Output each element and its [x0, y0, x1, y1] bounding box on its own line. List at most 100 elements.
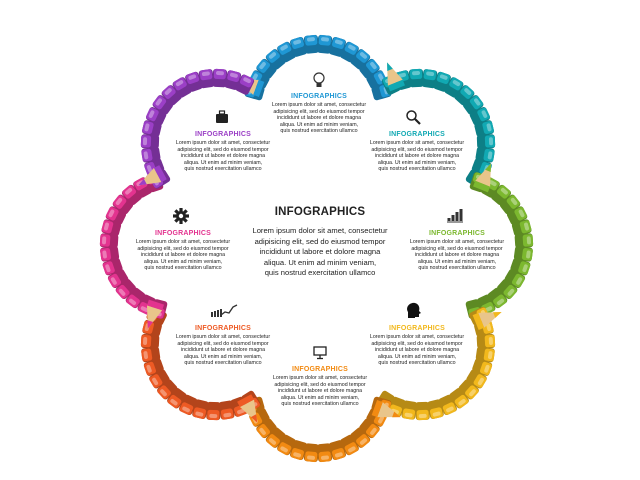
shaving-piece	[198, 69, 215, 89]
segment-body-line: incididunt ut labore et dolore magna	[374, 153, 460, 160]
shaving-piece	[514, 233, 534, 249]
shaving-piece	[303, 34, 320, 54]
shaving-piece	[359, 58, 380, 79]
shaving-piece	[458, 379, 479, 400]
shaving-piece	[438, 394, 457, 416]
shaving-piece	[475, 346, 495, 363]
shaving-piece	[206, 401, 221, 421]
segment-body-line: adipisicing elit, sed do eiusmod tempor	[411, 245, 503, 252]
shaving-piece	[185, 71, 203, 92]
segment-body-line: aliqua. Ut enim ad minim veniam,	[377, 159, 457, 166]
shaving-piece	[143, 358, 164, 376]
line-graph-icon	[211, 304, 238, 317]
segment-body-line: incididunt ut labore et dolore magna	[276, 115, 362, 122]
shaving-piece	[359, 418, 380, 439]
segment-body-line: Lorem ipsum dolor sit amet, consectetur	[369, 140, 465, 146]
segment-bottom-title: INFOGRAPHICS	[291, 366, 349, 373]
segment-body-line: aliqua. Ut enim ad minim veniam,	[183, 159, 263, 166]
shaving-piece	[102, 257, 123, 276]
segment-top-title: INFOGRAPHICS	[290, 93, 348, 100]
shaving-piece	[100, 246, 120, 262]
segment-left-title: INFOGRAPHICS	[154, 230, 212, 237]
segment-body-line: aliqua. Ut enim ad minim veniam,	[377, 353, 457, 360]
pencil-tip	[473, 163, 491, 193]
shaving-piece	[350, 427, 371, 448]
segment-body-line: incididunt ut labore et dolore magna	[414, 252, 500, 259]
center-body-line: aliqua. Ut enim ad minim veniam,	[263, 257, 377, 267]
shaving-piece	[277, 41, 296, 63]
shaving-piece	[476, 333, 496, 349]
shaving-piece	[157, 379, 178, 400]
segment-body-line: quis nostrud exercitation ullamco	[144, 265, 222, 272]
shaving-piece	[212, 68, 228, 88]
center-body-line: incididunt ut labore et dolore magna	[259, 247, 381, 257]
segment-body-line: quis nostrud exercitation ullamco	[184, 360, 262, 367]
shaving-piece	[99, 233, 119, 249]
shaving-piece	[316, 443, 333, 463]
segment-body-line: adipisicing elit, sed do eiusmod tempor	[273, 108, 365, 115]
gear-icon	[173, 208, 189, 224]
bar-chart-icon	[447, 209, 463, 223]
pencil-shavings-ring	[244, 34, 392, 101]
lightbulb-icon	[313, 72, 325, 87]
segment-body-line: aliqua. Ut enim ad minim veniam,	[417, 258, 497, 265]
segment-body-line: aliqua. Ut enim ad minim veniam,	[280, 394, 360, 401]
segment-bottom-left-title: INFOGRAPHICS	[194, 325, 252, 332]
shaving-piece	[115, 279, 136, 299]
shaving-piece	[475, 146, 495, 163]
segment-top-right-title: INFOGRAPHICS	[388, 131, 446, 138]
segment-body-line: Lorem ipsum dolor sit amet, consectetur	[175, 140, 271, 146]
shaving-piece	[366, 70, 387, 89]
shaving-piece	[454, 85, 475, 106]
segment-body-line: incididunt ut labore et dolore magna	[140, 252, 226, 259]
segment-bottom-left-body: Lorem ipsum dolor sit amet, consectetur …	[168, 334, 278, 367]
shaving-piece	[421, 69, 438, 89]
shaving-piece	[497, 279, 518, 299]
shaving-piece	[161, 85, 182, 106]
segment-body-line: Lorem ipsum dolor sit amet, consectetur	[175, 334, 271, 340]
segment-top-left-title: INFOGRAPHICS	[194, 131, 252, 138]
shaving-piece	[499, 194, 521, 215]
shaving-piece	[303, 443, 320, 463]
segment-top-right-body: Lorem ipsum dolor sit amet, consectetur …	[362, 140, 472, 173]
segment-bottom-body: Lorem ipsum dolor sit amet, consectetur …	[265, 375, 375, 408]
briefcase-icon	[216, 110, 228, 123]
segment-body-line: adipisicing elit, sed do eiusmod tempor	[137, 245, 229, 252]
segment-left-body: Lorem ipsum dolor sit amet, consectetur …	[128, 239, 238, 272]
segment-body-line: adipisicing elit, sed do eiusmod tempor	[177, 340, 269, 347]
segment-bottom-right-title: INFOGRAPHICS	[388, 325, 446, 332]
shaving-piece	[141, 346, 161, 363]
segment-body-line: Lorem ipsum dolor sit amet, consectetur	[271, 102, 367, 108]
segment-top-body: Lorem ipsum dolor sit amet, consectetur …	[264, 102, 374, 135]
segment-body-line: quis nostrud exercitation ullamco	[184, 166, 262, 173]
shaving-piece	[469, 107, 491, 126]
segment-body-line: incididunt ut labore et dolore magna	[277, 388, 363, 395]
segment-body-line: Lorem ipsum dolor sit amet, consectetur	[272, 375, 368, 381]
segment-body-line: quis nostrud exercitation ullamco	[378, 360, 456, 367]
segment-body-line: adipisicing elit, sed do eiusmod tempor	[177, 146, 269, 153]
pencil-tip	[387, 62, 405, 92]
shaving-piece	[401, 400, 418, 420]
segment-body-line: quis nostrud exercitation ullamco	[418, 265, 496, 272]
shaving-piece	[141, 146, 161, 163]
shaving-piece	[101, 219, 122, 237]
segment-body-line: aliqua. Ut enim ad minim veniam,	[279, 121, 359, 128]
shaving-piece	[112, 194, 134, 215]
segment-body-line: quis nostrud exercitation ullamco	[280, 128, 358, 135]
shaving-piece	[506, 206, 528, 225]
shaving-piece	[511, 219, 532, 237]
segment-right-title: INFOGRAPHICS	[428, 230, 486, 237]
pencil-tip	[371, 400, 401, 418]
segment-body-line: Lorem ipsum dolor sit amet, consectetur	[369, 334, 465, 340]
segment-body-line: incididunt ut labore et dolore magna	[374, 347, 460, 354]
shaving-piece	[350, 49, 371, 70]
segment-top-left-body: Lorem ipsum dolor sit amet, consectetur …	[168, 140, 278, 173]
pencil-shavings-ring	[375, 306, 496, 421]
segment-body-line: adipisicing elit, sed do eiusmod tempor	[274, 381, 366, 388]
segment-body-line: aliqua. Ut enim ad minim veniam,	[183, 353, 263, 360]
center-body-line: adipisicing elit, sed do eiusmod tempor	[254, 236, 386, 246]
pencil-shavings-ring	[140, 68, 255, 189]
pencil-tip	[472, 312, 502, 330]
